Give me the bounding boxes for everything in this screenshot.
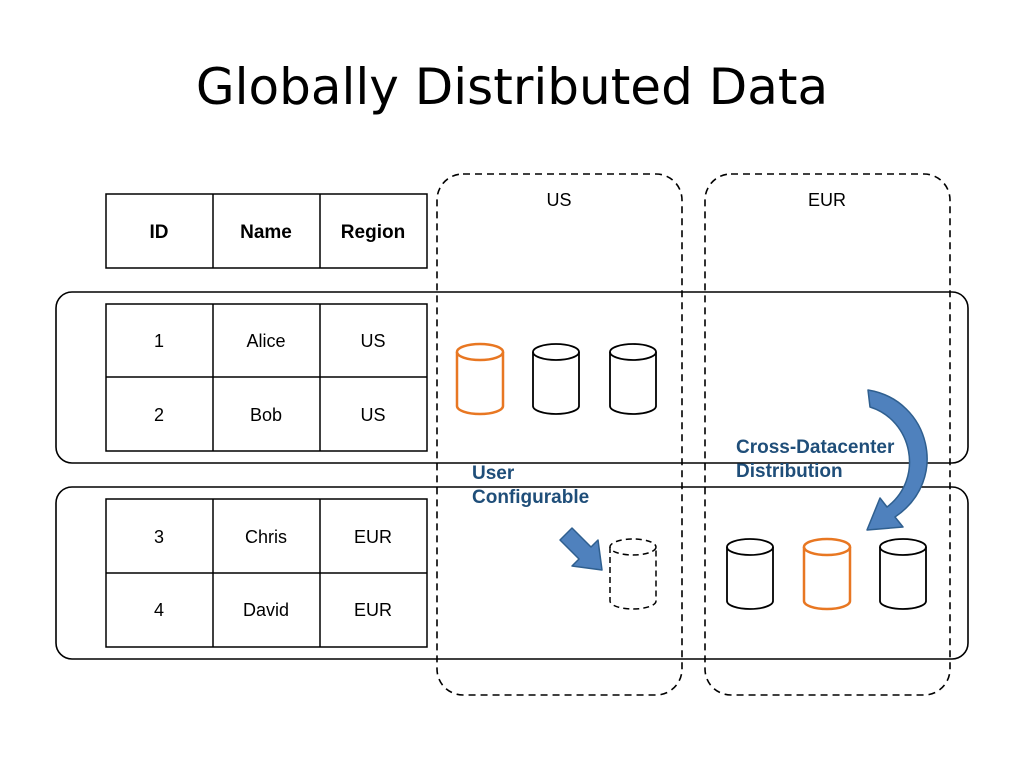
- note-line: Cross-Datacenter: [736, 437, 895, 458]
- table-row: 2 Bob US: [154, 405, 386, 425]
- database-replica-icon: [726, 538, 774, 610]
- curved-arrow-icon: [866, 389, 928, 531]
- cell-region: US: [360, 405, 385, 425]
- table-us-rows: 1 Alice US 2 Bob US: [105, 303, 428, 452]
- database-replica-icon: [532, 343, 580, 415]
- table-eur-rows: 3 Chris EUR 4 David EUR: [105, 498, 428, 648]
- note-line: Distribution: [736, 461, 843, 482]
- cell-region: US: [360, 331, 385, 351]
- cell-id: 1: [154, 331, 164, 351]
- table-row: 3 Chris EUR: [154, 527, 392, 547]
- database-leader-icon: [802, 537, 852, 611]
- database-replica-icon: [609, 343, 657, 415]
- database-replica-icon: [879, 538, 927, 610]
- cell-name: Alice: [246, 331, 285, 351]
- header-region: Region: [341, 222, 405, 243]
- partition-us-rows: [55, 291, 969, 464]
- note-line: User: [472, 463, 515, 484]
- arrow-down-right-icon: [559, 527, 603, 571]
- cell-id: 3: [154, 527, 164, 547]
- note-cross-datacenter: Cross-Datacenter Distribution: [736, 436, 894, 484]
- us-region-label: US: [546, 190, 571, 210]
- note-user-configurable: User Configurable: [472, 462, 589, 510]
- cell-id: 4: [154, 600, 164, 620]
- database-optional-icon: [609, 538, 657, 610]
- cell-region: EUR: [354, 527, 392, 547]
- header-name: Name: [240, 222, 292, 243]
- us-region-box: [436, 173, 683, 696]
- partition-eur-rows: [55, 486, 969, 660]
- note-line: Configurable: [472, 487, 590, 508]
- table-header: ID Name Region: [105, 193, 428, 269]
- cell-name: Bob: [250, 405, 282, 425]
- eur-region-box: [704, 173, 951, 696]
- database-leader-icon: [455, 342, 505, 416]
- cell-name: Chris: [245, 527, 287, 547]
- slide-title: Globally Distributed Data: [195, 58, 829, 116]
- table-row: 1 Alice US: [154, 331, 386, 351]
- header-id: ID: [150, 222, 169, 243]
- cell-name: David: [243, 600, 289, 620]
- cell-id: 2: [154, 405, 164, 425]
- table-row: 4 David EUR: [154, 600, 392, 620]
- cell-region: EUR: [354, 600, 392, 620]
- eur-region-label: EUR: [808, 190, 846, 210]
